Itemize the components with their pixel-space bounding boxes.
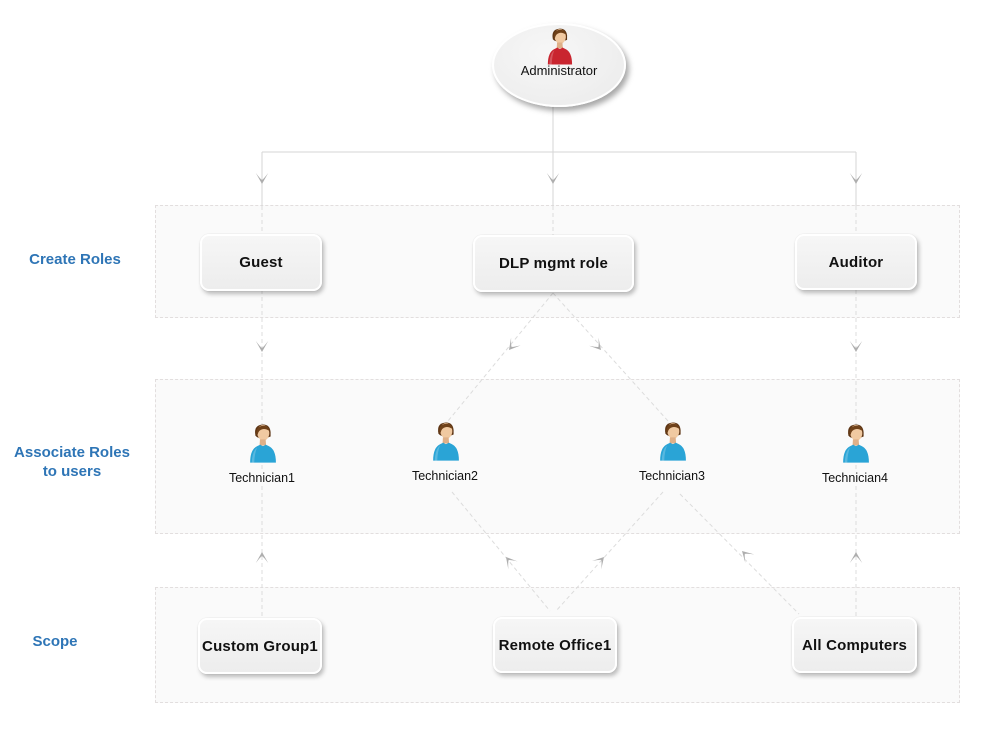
arrow-down-guest: [255, 173, 269, 184]
arrow-guest-to-tech1: [255, 341, 269, 352]
scope-label: Remote Office1: [498, 636, 612, 654]
edge-dlp-tech2: [447, 292, 554, 422]
scope-node-custom-group1: Custom Group1: [198, 618, 322, 674]
role-label: Auditor: [828, 253, 884, 271]
scope-label: Custom Group1: [202, 637, 318, 655]
user-node-technician1: Technician1: [207, 421, 317, 485]
arrow-remoteoffice-to-tech2: [506, 557, 518, 570]
user-label: Technician2: [408, 469, 481, 483]
person-blue-icon: [244, 421, 280, 470]
role-node-dlp-mgmt-role: DLP mgmt role: [473, 235, 634, 292]
administrator-node: Administrator: [492, 23, 626, 107]
person-red-icon: [542, 26, 576, 66]
administrator-label: Administrator: [520, 63, 598, 78]
user-label: Technician3: [635, 469, 708, 483]
edge-dlp-tech3: [552, 292, 669, 422]
role-label: Guest: [239, 254, 283, 271]
arrow-allcomputers-to-tech3: [742, 551, 755, 564]
role-label: DLP mgmt role: [498, 255, 608, 272]
person-blue-icon: [654, 419, 690, 468]
arrow-down-auditor: [849, 173, 863, 184]
arrow-remoteoffice-to-tech3: [592, 557, 604, 570]
person-blue-icon: [837, 421, 873, 470]
arrow-auditor-to-tech4: [849, 341, 863, 352]
scope-node-remote-office1: Remote Office1: [493, 617, 617, 673]
user-label: Technician1: [225, 471, 298, 485]
arrow-down-dlp: [546, 173, 560, 184]
arrow-dlp-to-tech3: [589, 337, 601, 350]
section-label-create-roles: Create Roles: [29, 251, 121, 268]
arrow-dlp-to-tech2: [509, 337, 521, 350]
edge-tech2-remoteoffice: [451, 491, 551, 612]
role-node-auditor: Auditor: [795, 234, 917, 290]
user-label: Technician4: [818, 471, 891, 485]
role-node-guest: Guest: [200, 234, 322, 291]
section-label-scope: Scope: [32, 633, 78, 650]
scope-node-all-computers: All Computers: [792, 617, 917, 673]
user-node-technician2: Technician2: [390, 419, 500, 483]
edge-tech3-allcomputers: [679, 493, 800, 615]
arrow-customgroup-to-tech1: [255, 552, 269, 563]
edge-tech3-remoteoffice: [555, 491, 664, 612]
scope-label: All Computers: [801, 636, 908, 654]
section-label-associate-roles: Associate Roles to users: [14, 444, 130, 480]
user-node-technician3: Technician3: [617, 419, 727, 483]
person-blue-icon: [427, 419, 463, 468]
arrow-allcomputers-to-tech4: [849, 552, 863, 563]
user-node-technician4: Technician4: [800, 421, 910, 485]
associate-roles-panel: [155, 379, 960, 534]
arrowheads: [255, 173, 863, 570]
